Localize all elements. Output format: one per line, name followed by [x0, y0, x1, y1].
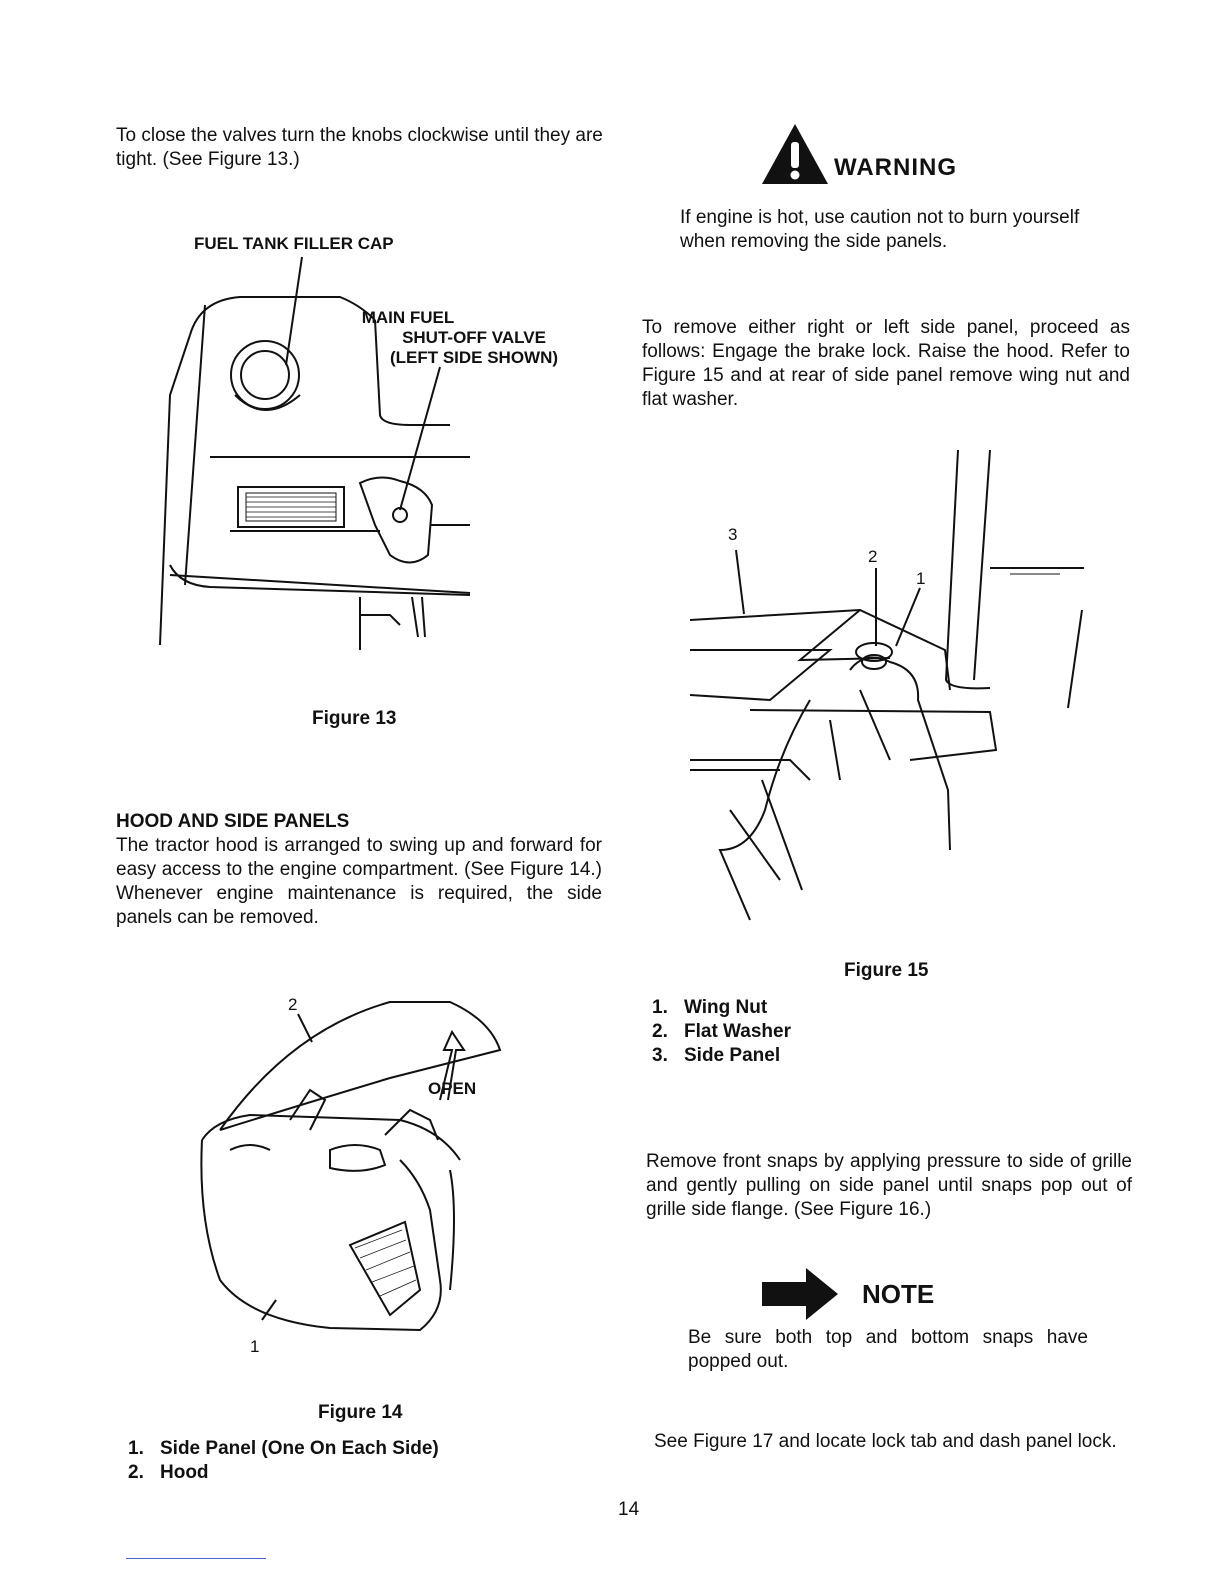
note-title: NOTE [862, 1279, 935, 1309]
footer-rule [126, 1558, 266, 1559]
figure-15-caption: Figure 15 [844, 960, 929, 981]
note-arrow-icon [762, 1266, 842, 1322]
list-item: 1.Side Panel (One On Each Side) [128, 1438, 439, 1459]
list-item: 1.Wing Nut [652, 997, 768, 1018]
list-item: 2.Hood [128, 1462, 209, 1483]
figure-15-callout-2: 2 [868, 547, 877, 566]
note-body: Be sure both top and bottom snaps have p… [688, 1327, 1088, 1372]
intro-paragraph: To close the valves turn the knobs clock… [116, 125, 603, 170]
list-item: 3.Side Panel [652, 1045, 781, 1066]
hood-grille-pattern [354, 1229, 417, 1297]
figure-13-illustration: FUEL TANK FILLER CAP MAIN FUEL SHUT-OFF … [150, 225, 590, 665]
locate-lock-paragraph: See Figure 17 and locate lock tab and da… [654, 1431, 1117, 1452]
side-panel-drawing [690, 450, 1084, 921]
figure-14-illustration: 2 1 OPEN [190, 990, 530, 1360]
figure-15-callout-3: 3 [728, 525, 737, 544]
figure-14-parts-list: 1.Side Panel (One On Each Side) 2.Hood [128, 1437, 439, 1485]
remove-snaps-paragraph: Remove front snaps by applying pressure … [646, 1151, 1132, 1220]
main-fuel-label-line1: MAIN FUEL [362, 308, 455, 327]
fuel-tank-filler-cap-label: FUEL TANK FILLER CAP [194, 234, 394, 253]
warning-body: If engine is hot, use caution not to bur… [680, 207, 1080, 252]
figure-14-caption: Figure 14 [318, 1402, 403, 1423]
main-fuel-label-line3: (LEFT SIDE SHOWN) [390, 348, 558, 367]
warning-icon [760, 122, 830, 186]
figure-14-callout-2: 2 [288, 995, 297, 1014]
figure-13-caption: Figure 13 [312, 708, 397, 729]
list-item: 2.Flat Washer [652, 1021, 791, 1042]
figure-14-open-label: OPEN [428, 1079, 476, 1098]
main-fuel-label-line2: SHUT-OFF VALVE [402, 328, 546, 347]
remove-panel-paragraph: To remove either right or left side pane… [642, 317, 1130, 410]
figure-15-callout-1: 1 [916, 569, 925, 588]
figure-14-callout-1: 1 [250, 1337, 259, 1356]
vent-grille-pattern [246, 496, 336, 518]
figure-15-parts-list: 1.Wing Nut 2.Flat Washer 3.Side Panel [652, 996, 791, 1068]
fuel-tank-drawing [159, 256, 471, 650]
tractor-hood-drawing [200, 1001, 502, 1332]
warning-title: WARNING [834, 154, 957, 181]
page-number: 14 [618, 1499, 640, 1520]
section-body: The tractor hood is arranged to swing up… [116, 835, 602, 928]
figure-15-illustration: 3 2 1 [690, 450, 1100, 930]
section-heading: HOOD AND SIDE PANELS [116, 811, 350, 832]
